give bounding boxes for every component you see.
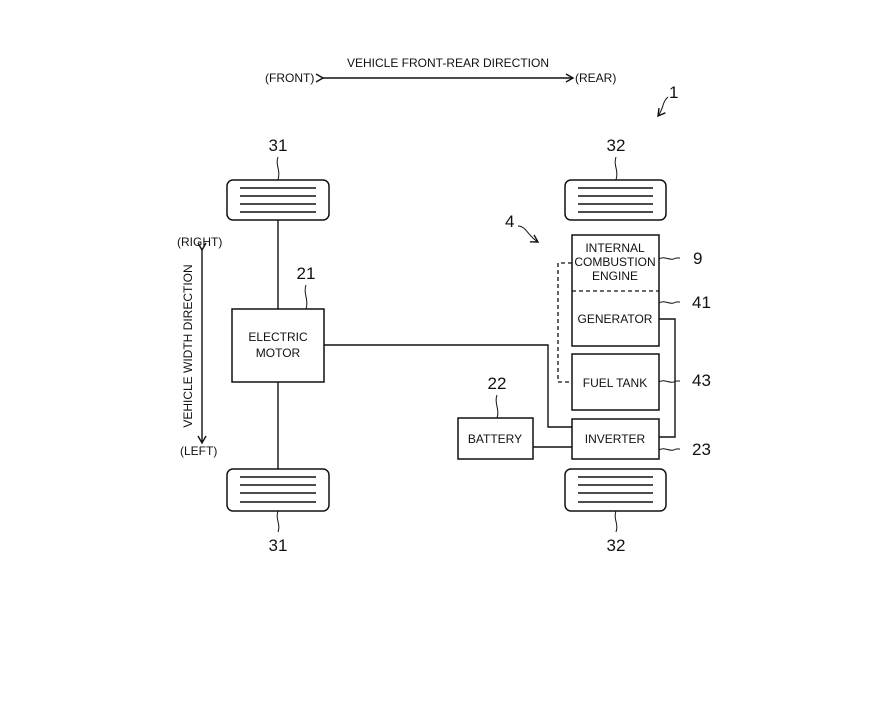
ref-front-right-wheel: 31: [269, 136, 288, 155]
generator-inverter-connection: [659, 318, 676, 438]
engine-generator-block: INTERNAL COMBUSTION ENGINE GENERATOR: [571, 234, 660, 347]
ref-inverter: 23: [692, 440, 711, 459]
ref-power-unit: 4: [505, 212, 514, 231]
front-left-wheel: [226, 468, 330, 512]
rear-label: (REAR): [575, 71, 616, 85]
ref-fuel-tank: 43: [692, 371, 711, 390]
leader-line: [658, 448, 680, 451]
leader-line: [614, 510, 618, 533]
ref-front-left-wheel: 31: [269, 536, 288, 555]
leader-line: [276, 510, 280, 533]
leader-line: [495, 394, 499, 419]
engine-label-1: INTERNAL: [585, 241, 645, 255]
fuel-tank-block: FUEL TANK: [571, 353, 660, 411]
leader-line: [658, 301, 680, 304]
front-label: (FRONT): [265, 71, 314, 85]
motor-inverter-connection: [324, 344, 572, 428]
ref-engine: 9: [693, 249, 702, 268]
right-label: (RIGHT): [177, 235, 222, 249]
rear-left-wheel: [564, 468, 667, 512]
leader-line: [658, 257, 680, 260]
ref-power-unit-arrow: [517, 225, 540, 243]
ref-generator: 41: [692, 293, 711, 312]
front-right-wheel: [226, 179, 330, 221]
ref-battery: 22: [488, 374, 507, 393]
fuel-supply-line: [557, 262, 572, 383]
leader-line: [658, 380, 680, 383]
ref-electric-motor: 21: [297, 264, 316, 283]
ref-vehicle-arrow: [657, 96, 669, 118]
inverter-label: INVERTER: [585, 432, 646, 446]
leader-line: [614, 156, 618, 181]
battery-block: BATTERY: [457, 417, 534, 460]
inverter-block: INVERTER: [571, 418, 660, 460]
engine-label-3: ENGINE: [592, 269, 638, 283]
front-rear-direction-title: VEHICLE FRONT-REAR DIRECTION: [347, 56, 549, 70]
leader-line: [276, 156, 280, 181]
rear-right-wheel: [564, 179, 667, 221]
engine-label-2: COMBUSTION: [574, 255, 655, 269]
electric-motor-label-2: MOTOR: [256, 346, 301, 360]
electric-motor-label-1: ELECTRIC: [248, 330, 308, 344]
ref-rear-right-wheel: 32: [607, 136, 626, 155]
ref-vehicle: 1: [669, 83, 678, 102]
left-label: (LEFT): [180, 444, 217, 458]
fuel-tank-label: FUEL TANK: [583, 376, 647, 390]
electric-motor-block: ELECTRIC MOTOR: [231, 308, 325, 383]
ref-rear-left-wheel: 32: [607, 536, 626, 555]
battery-label: BATTERY: [468, 432, 522, 446]
leader-line: [304, 284, 308, 310]
width-direction-title: VEHICLE WIDTH DIRECTION: [181, 264, 195, 427]
generator-label: GENERATOR: [578, 312, 653, 326]
